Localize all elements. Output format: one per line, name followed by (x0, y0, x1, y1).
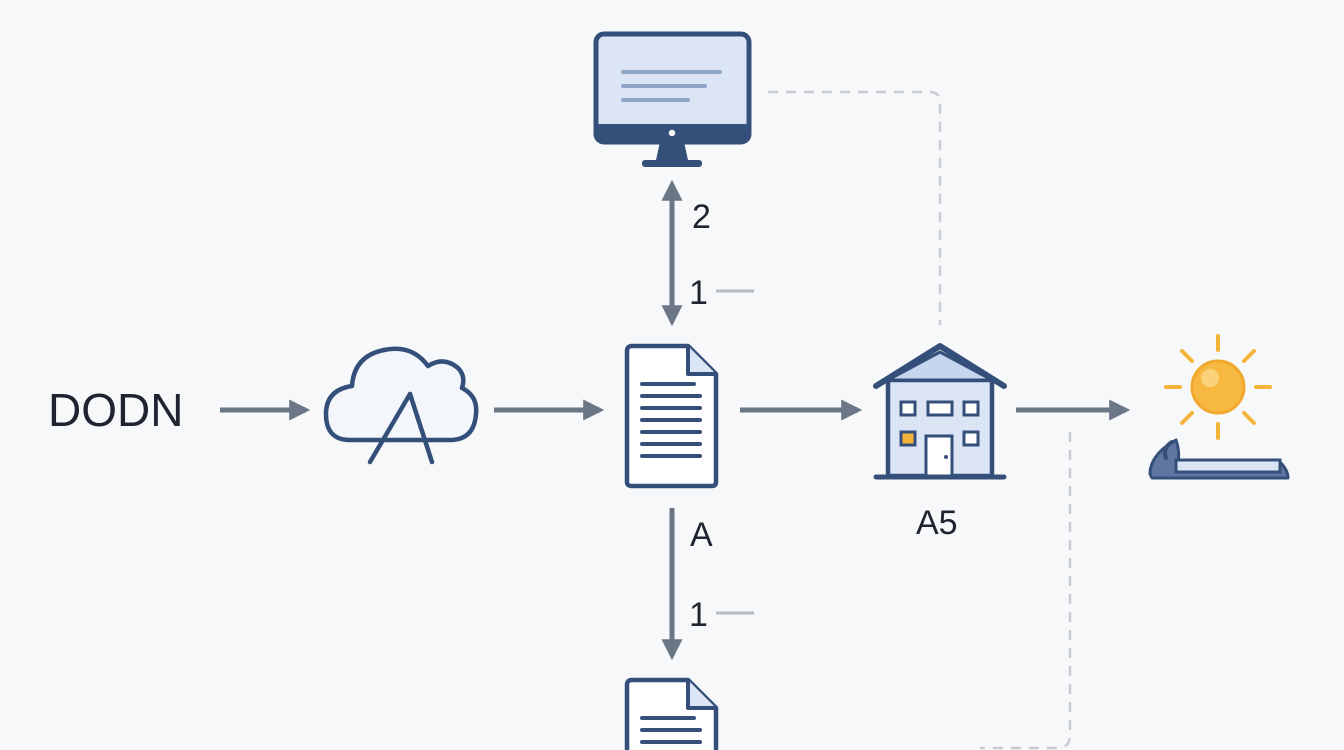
dashed-connector-monitor-house (768, 90, 942, 325)
dashed-connector-house-bottom (980, 432, 1072, 750)
up-arrow-label-top: 2 (692, 198, 711, 236)
source-label: DODN (48, 384, 183, 436)
house-icon (873, 343, 1007, 480)
document-icon (624, 343, 719, 489)
down-arrow-label-top: A (690, 516, 713, 554)
laptop-icon (1148, 438, 1290, 480)
lower-document-icon (624, 677, 719, 750)
cloud-icon (323, 346, 479, 465)
sun-icon (1164, 334, 1272, 440)
monitor-icon (593, 31, 752, 167)
house-label: A5 (916, 504, 958, 542)
up-arrow-label-bottom: 1 (689, 274, 708, 312)
down-arrow-label-bottom: 1 (689, 596, 708, 634)
